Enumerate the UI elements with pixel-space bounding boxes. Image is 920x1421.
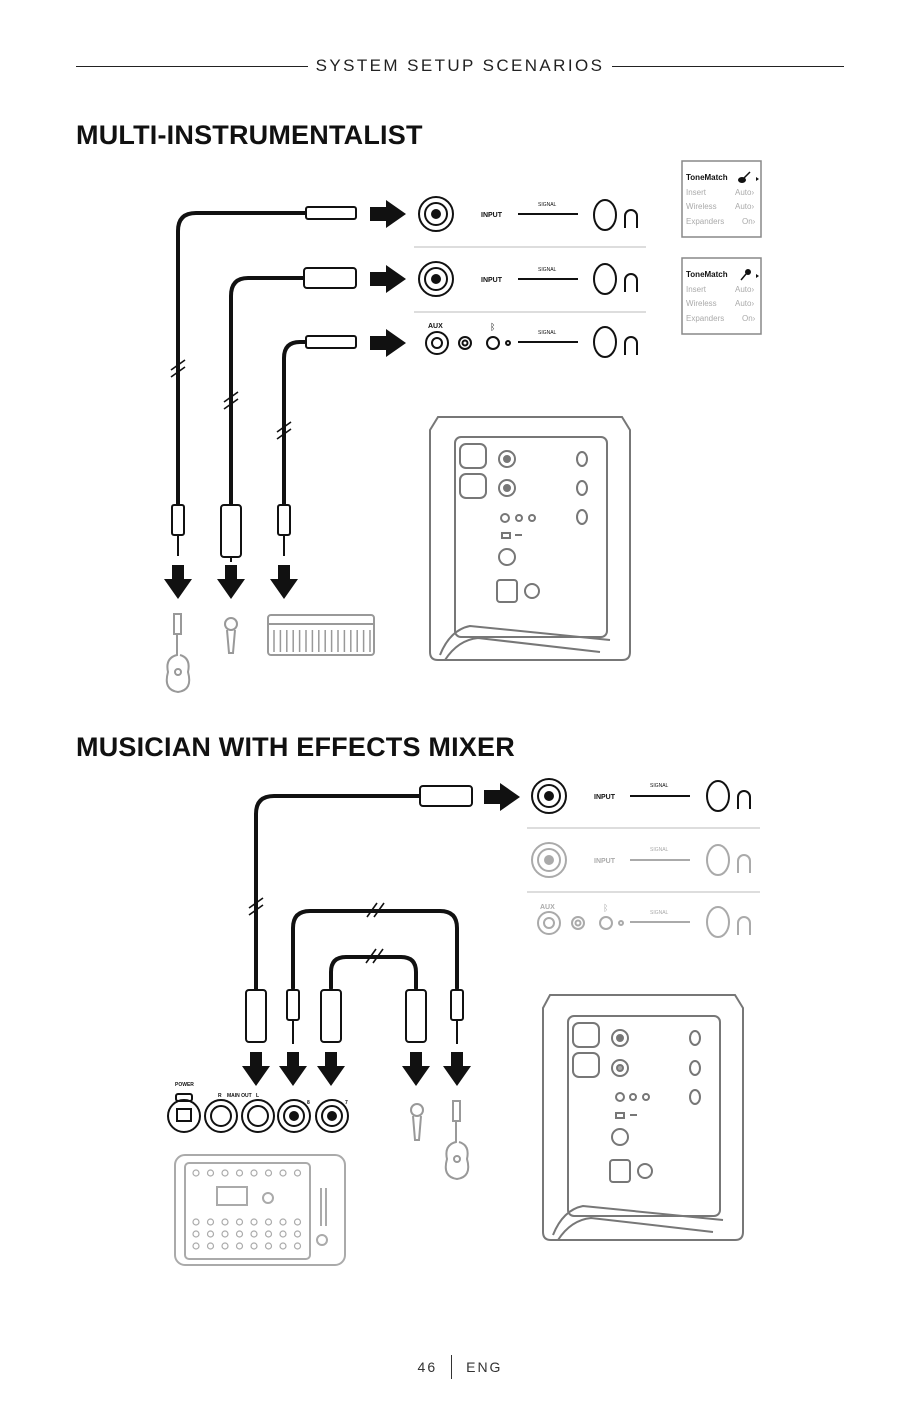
aux-label: AUX [428, 323, 443, 330]
signal-label-1: SIGNAL [538, 202, 557, 208]
menu2-value-wireless: Auto› [735, 299, 754, 308]
xlr-plug-bottom [220, 504, 242, 558]
microphone-icon [740, 269, 751, 281]
mixer-rear-panel: POWER R MAIN OUT L 8 7 [167, 1082, 349, 1266]
input-label-3: INPUT [594, 794, 616, 801]
menu1-row-expanders: Expanders [686, 217, 724, 226]
xlr-plug-mic [405, 989, 427, 1043]
xlr-plug-mixer-main [245, 989, 267, 1043]
guitar-icon [738, 171, 751, 183]
mixer-ch8-label: 8 [307, 1100, 310, 1106]
menu2-row-expanders: Expanders [686, 314, 724, 323]
signal-label-6: SIGNAL [650, 910, 669, 916]
cable-mixer-main-out [254, 794, 424, 992]
mixer-power-label: POWER [175, 1082, 194, 1088]
quarter-inch-plug-guitar [450, 989, 464, 1021]
signal-label-4: SIGNAL [650, 783, 669, 789]
quarter-inch-plug-mixer-8 [286, 989, 300, 1021]
xlr-plug-mixer-7 [320, 989, 342, 1043]
tonematch-menu-1: ToneMatch Insert Auto› Wireless Auto› Ex… [681, 160, 762, 238]
bluetooth-icon-2: ᛒ [603, 903, 608, 913]
cable-guitar [176, 211, 308, 507]
mixer-main-out-label: MAIN OUT [227, 1093, 252, 1099]
arrow-right-1 [370, 200, 406, 228]
arrow-right-speaker [484, 783, 520, 811]
arrow-down-7 [317, 1052, 345, 1086]
arrow-down-8 [279, 1052, 307, 1086]
arrow-down-3 [270, 565, 298, 599]
arrow-right-2 [370, 265, 406, 293]
arrow-right-3 [370, 329, 406, 357]
menu2-row-insert: Insert [686, 285, 707, 294]
input-label-2: INPUT [481, 277, 503, 284]
footer-separator [451, 1355, 453, 1379]
arrow-down-2 [217, 565, 245, 599]
signal-label-2: SIGNAL [538, 267, 557, 273]
quarter-inch-plug-bottom-1 [171, 504, 185, 536]
handheld-microphone-icon-2 [410, 1103, 424, 1141]
tonematch-menu-2: ToneMatch Insert Auto› Wireless Auto› Ex… [681, 257, 762, 335]
section-title-multi-instrumentalist: MULTI-INSTRUMENTALIST [76, 120, 423, 150]
multi-instrumentalist-diagram: INPUT INPUT AUX SIGNAL SIGNAL SIGNAL ᛒ T… [164, 160, 762, 694]
mixer-l-label: L [256, 1093, 259, 1099]
channel-3 [425, 326, 638, 358]
tonematch-title-1: ToneMatch [686, 173, 728, 182]
quarter-inch-plug-1 [305, 206, 357, 220]
signal-label-5: SIGNAL [650, 847, 669, 853]
arrow-down-mic [402, 1052, 430, 1086]
cable-mic-to-mixer [329, 955, 418, 990]
menu2-row-wireless: Wireless [686, 299, 717, 308]
page-footer: 46 ENG [0, 1355, 920, 1379]
speaker-rear-panel-2 [542, 994, 744, 1241]
speaker-rear-panel [429, 416, 631, 661]
tonematch-title-2: ToneMatch [686, 270, 728, 279]
effects-mixer-diagram: INPUT INPUT AUX SIGNAL SIGNAL SIGNAL ᛒ P… [167, 778, 760, 1266]
bluetooth-icon: ᛒ [490, 322, 495, 332]
aux-label-2: AUX [540, 904, 555, 911]
speaker-channel-2 [531, 842, 751, 878]
channel-1 [418, 196, 638, 232]
menu2-value-insert: Auto› [735, 285, 754, 294]
arrow-down-main [242, 1052, 270, 1086]
cable-keyboard [282, 340, 308, 507]
menu1-value-expanders: On› [742, 217, 756, 226]
header-rule-left [76, 65, 308, 67]
speaker-channel-3 [537, 906, 751, 938]
mixer-r-label: R [218, 1093, 222, 1099]
arrow-down-1 [164, 565, 192, 599]
acoustic-guitar-icon-2 [444, 1100, 470, 1181]
handheld-microphone-icon [224, 617, 238, 654]
language-code: ENG [466, 1359, 503, 1375]
arrow-down-guitar [443, 1052, 471, 1086]
cable-microphone [229, 276, 308, 507]
menu1-row-wireless: Wireless [686, 202, 717, 211]
xlr-plug-1 [303, 267, 357, 289]
header-rule-right [612, 65, 844, 67]
page-number: 46 [417, 1359, 438, 1375]
input-label-1: INPUT [481, 212, 503, 219]
quarter-inch-plug-bottom-2 [277, 504, 291, 536]
header-title: SYSTEM SETUP SCENARIOS [315, 56, 605, 75]
mixer-ch7-label: 7 [345, 1100, 348, 1106]
acoustic-guitar-icon [165, 613, 191, 694]
section-title-musician-with-effects-mixer: MUSICIAN WITH EFFECTS MIXER [76, 732, 515, 762]
signal-label-3: SIGNAL [538, 330, 557, 336]
menu1-value-insert: Auto› [735, 188, 754, 197]
input-label-4: INPUT [594, 858, 616, 865]
menu2-value-expanders: On› [742, 314, 756, 323]
page-header: SYSTEM SETUP SCENARIOS [76, 54, 844, 78]
menu1-row-insert: Insert [686, 188, 707, 197]
speaker-channel-1 [531, 778, 751, 814]
menu1-value-wireless: Auto› [735, 202, 754, 211]
quarter-inch-plug-2 [305, 335, 357, 349]
channel-2 [418, 261, 638, 297]
cable-guitar-to-mixer [291, 909, 459, 990]
keyboard-icon [267, 614, 375, 656]
xlr-plug-speaker [419, 785, 473, 807]
